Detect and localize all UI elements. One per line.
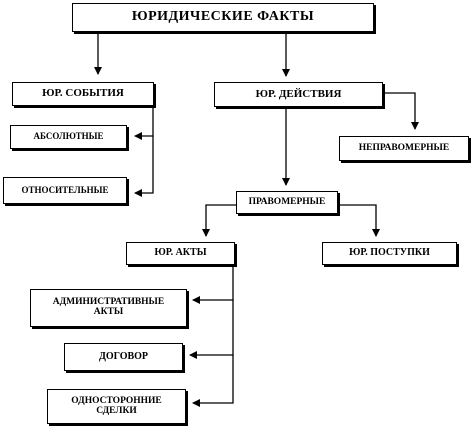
edge-events-relative <box>134 136 154 197</box>
edge-lawful-acts <box>202 204 236 237</box>
edge-actions-unlawful <box>383 92 419 130</box>
node-unlawful: НЕПРАВОМЕРНЫЕ <box>339 136 469 161</box>
node-legal-acts: ЮР. АКТЫ <box>126 242 235 265</box>
edge-acts-admin <box>192 265 234 304</box>
edge-acts-contract <box>189 300 234 359</box>
node-legal-deeds: ЮР. ПОСТУПКИ <box>322 242 457 265</box>
edge-acts-unilateral <box>192 355 234 407</box>
node-unilateral-deals: ОДНОСТОРОННИЕ СДЕЛКИ <box>47 389 186 424</box>
node-relative: ОТНОСИТЕЛЬНЫЕ <box>3 177 127 204</box>
node-lawful: ПРАВОМЕРНЫЕ <box>236 191 338 214</box>
node-legal-events: ЮР. СОБЫТИЯ <box>12 82 154 106</box>
node-administrative-acts: АДМИНИСТРАТИВНЫЕ АКТЫ <box>30 289 187 327</box>
node-legal-facts: ЮРИДИЧЕСКИЕ ФАКТЫ <box>72 3 374 32</box>
node-legal-actions: ЮР. ДЕЙСТВИЯ <box>214 82 383 107</box>
edge-lawful-deeds <box>338 204 380 237</box>
node-absolute: АБСОЛЮТНЫЕ <box>10 125 127 149</box>
edge-events-absolute <box>134 105 154 140</box>
node-contract: ДОГОВОР <box>64 343 183 371</box>
